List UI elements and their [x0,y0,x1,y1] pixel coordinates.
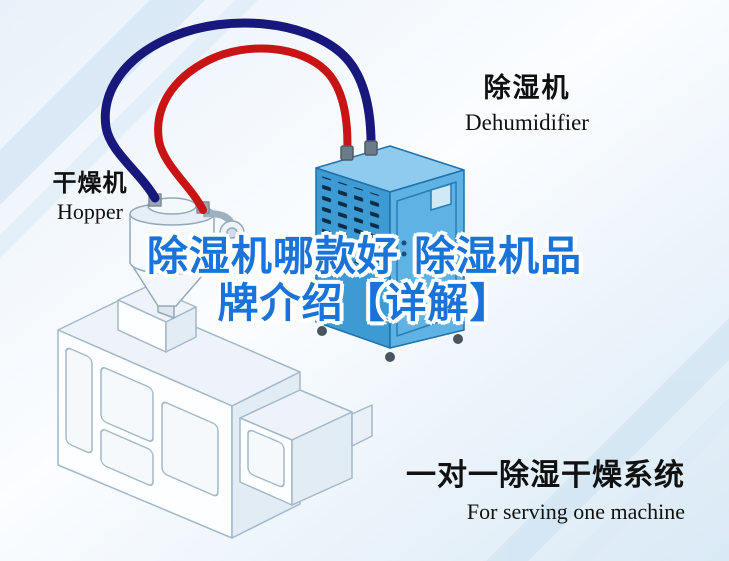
hose-fitting [364,140,378,156]
pipe-red-icon [154,44,352,214]
window-panel [430,183,452,211]
page-title: 除湿机哪款好 除湿机品 牌介绍【详解】 [0,232,729,328]
page-title-line1: 除湿机哪款好 除湿机品 [146,232,583,280]
dehumidifier-illustration [315,140,465,362]
dehumidifier-label-cn: 除湿机 [483,73,571,104]
control-dot [401,251,407,257]
system-caption: 一对一除湿干燥系统 For serving one machine [406,450,685,525]
page-title-line2: 牌介绍【详解】 [217,279,512,328]
hopper-illustration [129,193,245,319]
hopper-label: 干燥机 Hopper [44,170,136,225]
extruder-illustration [57,285,373,539]
dehumidifier-label-en: Dehumidifier [465,110,589,136]
hopper-label-cn: 干燥机 [52,169,128,197]
hose-fitting [340,145,354,161]
hoses [100,18,376,214]
dehumidifier-label: 除湿机 Dehumidifier [452,73,602,136]
control-dot [401,240,407,246]
system-caption-cn: 一对一除湿干燥系统 [406,458,685,493]
caster-wheel [317,326,327,336]
caster-wheel [453,334,463,344]
hopper-label-en: Hopper [57,198,123,224]
system-caption-en: For serving one machine [466,499,685,524]
vent-grille [321,176,385,274]
barrel-panel [247,429,285,488]
pipe-navy-icon [100,18,376,203]
caster-wheel [385,352,395,362]
cabinet-panels [65,347,219,497]
